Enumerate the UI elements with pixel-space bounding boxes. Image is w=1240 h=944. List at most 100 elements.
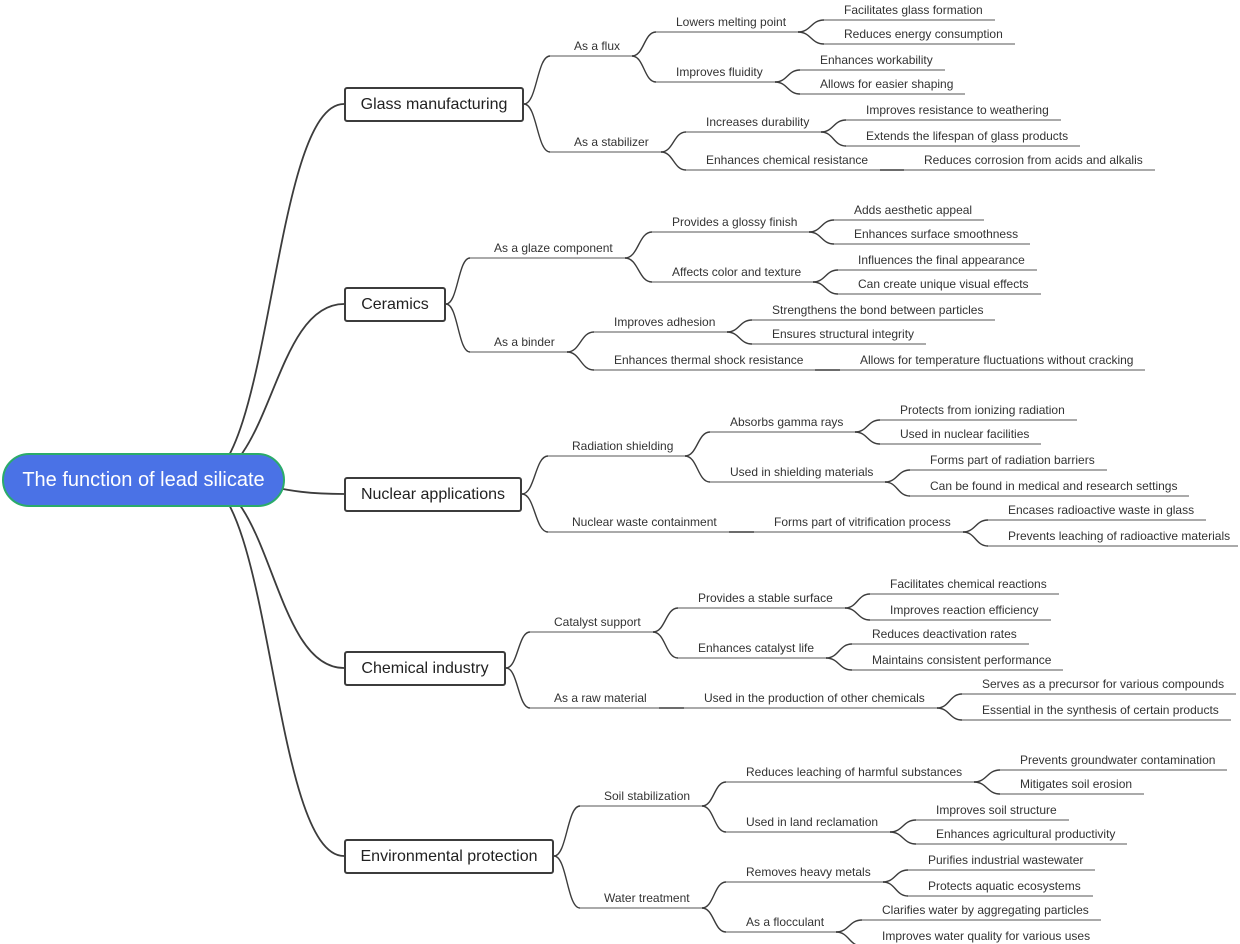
node-affects-color-and-texture[interactable]: Affects color and texture <box>672 265 802 279</box>
node-reduces-corrosion-from-acids-and-alkalis[interactable]: Reduces corrosion from acids and alkalis <box>924 153 1143 167</box>
node-as-a-binder[interactable]: As a binder <box>494 335 555 349</box>
node-improves-adhesion[interactable]: Improves adhesion <box>614 315 716 329</box>
link-4-1-1-0 <box>835 919 863 933</box>
node-removes-heavy-metals[interactable]: Removes heavy metals <box>746 865 871 879</box>
node-influences-the-final-appearance[interactable]: Influences the final appearance <box>858 253 1025 267</box>
node-used-in-the-production-of-other-chemicals[interactable]: Used in the production of other chemical… <box>704 691 925 705</box>
node-extends-the-lifespan-of-glass-products[interactable]: Extends the lifespan of glass products <box>866 129 1069 143</box>
root-node[interactable]: The function of lead silicate <box>2 453 285 507</box>
link-2-0 <box>521 455 549 495</box>
link-1-0 <box>445 257 471 305</box>
node-used-in-shielding-materials[interactable]: Used in shielding materials <box>730 465 874 479</box>
node-improves-fluidity[interactable]: Improves fluidity <box>676 65 763 79</box>
node-used-in-land-reclamation[interactable]: Used in land reclamation <box>746 815 879 829</box>
node-adds-aesthetic-appeal[interactable]: Adds aesthetic appeal <box>854 203 973 217</box>
link-2-0-0-1 <box>854 431 881 445</box>
node-facilitates-glass-formation[interactable]: Facilitates glass formation <box>844 3 983 17</box>
node-facilitates-chemical-reactions[interactable]: Facilitates chemical reactions <box>890 577 1047 591</box>
branch-nuclear-applications[interactable]: Nuclear applications <box>344 477 522 512</box>
branch-glass-manufacturing[interactable]: Glass manufacturing <box>344 87 524 122</box>
node-serves-as-a-precursor-for-various-compounds[interactable]: Serves as a precursor for various compou… <box>982 677 1225 691</box>
node-as-a-flocculant[interactable]: As a flocculant <box>746 915 825 929</box>
node-reduces-deactivation-rates[interactable]: Reduces deactivation rates <box>872 627 1017 641</box>
node-essential-in-the-synthesis-of-certain-products[interactable]: Essential in the synthesis of certain pr… <box>982 703 1219 717</box>
node-nuclear-waste-containment[interactable]: Nuclear waste containment <box>572 515 717 529</box>
node-lowers-melting-point[interactable]: Lowers melting point <box>676 15 787 29</box>
node-as-a-stabilizer[interactable]: As a stabilizer <box>574 135 649 149</box>
node-strengthens-the-bond-between-particles[interactable]: Strengthens the bond between particles <box>772 303 984 317</box>
node-prevents-leaching-of-radioactive-materials[interactable]: Prevents leaching of radioactive materia… <box>1008 529 1231 543</box>
link-4-1-0-1 <box>882 881 909 897</box>
link-2-1 <box>521 493 549 533</box>
link-3-0 <box>505 631 531 669</box>
link-0-0-0-1 <box>797 31 825 45</box>
node-ensures-structural-integrity[interactable]: Ensures structural integrity <box>772 327 915 341</box>
link-2-0-1-0 <box>884 469 911 483</box>
branch-chemical-industry[interactable]: Chemical industry <box>344 651 506 686</box>
node-mitigates-soil-erosion[interactable]: Mitigates soil erosion <box>1020 777 1133 791</box>
link-0-0-1-1 <box>774 81 801 95</box>
node-absorbs-gamma-rays[interactable]: Absorbs gamma rays <box>730 415 844 429</box>
link-3-1 <box>505 667 531 709</box>
link-2-0-1-1 <box>884 481 911 497</box>
link-0-0-1 <box>631 55 657 83</box>
link-3-0-0-0 <box>844 593 871 609</box>
branch-ceramics[interactable]: Ceramics <box>344 287 446 322</box>
link-0-0 <box>523 55 551 105</box>
node-reduces-energy-consumption[interactable]: Reduces energy consumption <box>844 27 1003 41</box>
link-0-1-1 <box>660 151 687 171</box>
node-encases-radioactive-waste-in-glass[interactable]: Encases radioactive waste in glass <box>1008 503 1195 517</box>
node-purifies-industrial-wastewater[interactable]: Purifies industrial wastewater <box>928 853 1084 867</box>
node-reduces-leaching-of-harmful-substances[interactable]: Reduces leaching of harmful substances <box>746 765 963 779</box>
branch-environmental-protection[interactable]: Environmental protection <box>344 839 554 874</box>
link-0-1-0-1 <box>820 131 847 147</box>
node-allows-for-easier-shaping[interactable]: Allows for easier shaping <box>820 77 954 91</box>
link-0-1 <box>523 103 551 153</box>
node-increases-durability[interactable]: Increases durability <box>706 115 810 129</box>
link-4-1-1 <box>701 907 727 933</box>
node-improves-reaction-efficiency[interactable]: Improves reaction efficiency <box>890 603 1039 617</box>
link-1-1 <box>445 303 471 353</box>
node-can-be-found-in-medical-and-research-settings[interactable]: Can be found in medical and research set… <box>930 479 1178 493</box>
node-enhances-surface-smoothness[interactable]: Enhances surface smoothness <box>854 227 1019 241</box>
node-clarifies-water-by-aggregating-particles[interactable]: Clarifies water by aggregating particles <box>882 903 1089 917</box>
node-maintains-consistent-performance[interactable]: Maintains consistent performance <box>872 653 1052 667</box>
node-improves-water-quality-for-various-uses[interactable]: Improves water quality for various uses <box>882 929 1091 943</box>
link-4-1-0 <box>701 881 727 909</box>
node-enhances-thermal-shock-resistance[interactable]: Enhances thermal shock resistance <box>614 353 804 367</box>
node-water-treatment[interactable]: Water treatment <box>604 891 690 905</box>
node-protects-from-ionizing-radiation[interactable]: Protects from ionizing radiation <box>900 403 1065 417</box>
node-as-a-raw-material[interactable]: As a raw material <box>554 691 647 705</box>
node-enhances-workability[interactable]: Enhances workability <box>820 53 933 67</box>
link-4-0-0-0 <box>973 769 1001 783</box>
link-4-1-0-0 <box>882 869 909 883</box>
node-can-create-unique-visual-effects[interactable]: Can create unique visual effects <box>858 277 1029 291</box>
node-as-a-flux[interactable]: As a flux <box>574 39 621 53</box>
link-root-branch-4 <box>199 479 345 857</box>
node-used-in-nuclear-facilities[interactable]: Used in nuclear facilities <box>900 427 1030 441</box>
node-enhances-agricultural-productivity[interactable]: Enhances agricultural productivity <box>936 827 1116 841</box>
link-3-1-0-0 <box>936 693 963 709</box>
node-catalyst-support[interactable]: Catalyst support <box>554 615 641 629</box>
link-2-0-0-0 <box>854 419 881 433</box>
node-protects-aquatic-ecosystems[interactable]: Protects aquatic ecosystems <box>928 879 1081 893</box>
node-soil-stabilization[interactable]: Soil stabilization <box>604 789 691 803</box>
node-provides-a-glossy-finish[interactable]: Provides a glossy finish <box>672 215 798 229</box>
link-1-0-1-0 <box>812 269 839 283</box>
node-enhances-catalyst-life[interactable]: Enhances catalyst life <box>698 641 815 655</box>
link-0-0-0 <box>631 31 657 57</box>
link-root-branch-3 <box>199 479 345 669</box>
node-improves-soil-structure[interactable]: Improves soil structure <box>936 803 1057 817</box>
node-prevents-groundwater-contamination[interactable]: Prevents groundwater contamination <box>1020 753 1216 767</box>
node-forms-part-of-radiation-barriers[interactable]: Forms part of radiation barriers <box>930 453 1095 467</box>
link-4-1 <box>553 855 581 909</box>
node-allows-for-temperature-fluctuations-without-cracking[interactable]: Allows for temperature fluctuations with… <box>860 353 1134 367</box>
node-forms-part-of-vitrification-process[interactable]: Forms part of vitrification process <box>774 515 951 529</box>
node-enhances-chemical-resistance[interactable]: Enhances chemical resistance <box>706 153 869 167</box>
link-3-0-0-1 <box>844 607 871 621</box>
link-2-0-1 <box>684 455 711 483</box>
node-improves-resistance-to-weathering[interactable]: Improves resistance to weathering <box>866 103 1049 117</box>
node-radiation-shielding[interactable]: Radiation shielding <box>572 439 674 453</box>
node-as-a-glaze-component[interactable]: As a glaze component <box>494 241 613 255</box>
node-provides-a-stable-surface[interactable]: Provides a stable surface <box>698 591 833 605</box>
